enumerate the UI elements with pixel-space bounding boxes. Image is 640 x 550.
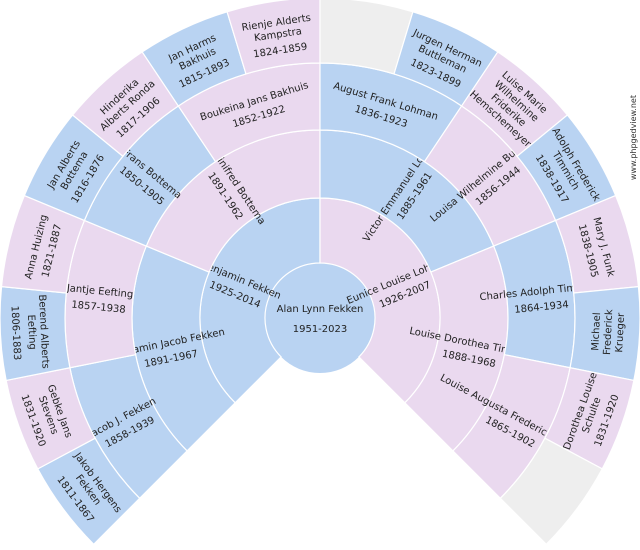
ancestor-gen4-15 — [499, 437, 604, 546]
root-person-dates: 1951-2023 — [293, 324, 348, 335]
ancestor-name: Michael — [590, 312, 603, 351]
ancestor-name: Krueger — [614, 312, 627, 353]
root-person-disc[interactable] — [265, 263, 375, 373]
ancestor-dates: 1857-1938 — [71, 300, 126, 316]
watermark-text: www.phpgedview.net — [629, 95, 638, 181]
ancestor-dates: 1806-1883 — [9, 305, 23, 360]
ancestor-segment — [499, 437, 604, 546]
ancestor-name: Frederick — [602, 309, 615, 355]
ancestor-dates: 1864-1934 — [514, 300, 569, 316]
ancestor-name: Eefting — [25, 314, 38, 350]
root-person-name: Alan Lynn Fekken — [277, 304, 364, 315]
ancestor-gen4-10[interactable]: Luise MarieWilhelmineFriderikeHemschemey… — [460, 51, 569, 158]
ancestor-name: Berend Alberts — [36, 294, 51, 369]
